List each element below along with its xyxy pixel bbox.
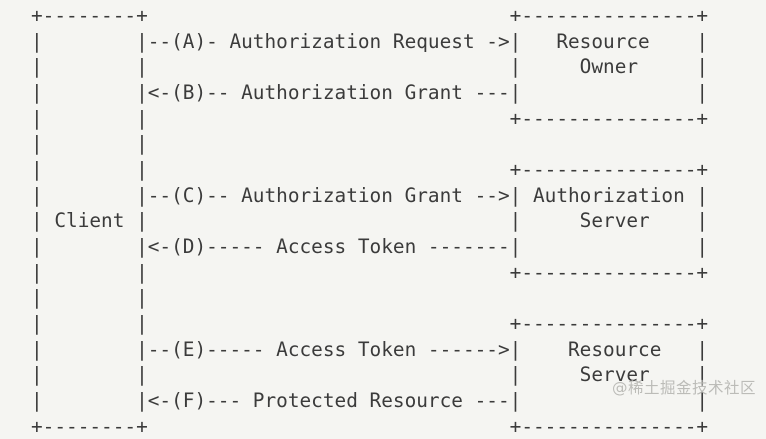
oauth-protocol-flow-diagram: +--------+ +---------------+ | |--(A)- A… (31, 4, 756, 438)
ascii-art-block: +--------+ +---------------+ | |--(A)- A… (31, 4, 709, 438)
